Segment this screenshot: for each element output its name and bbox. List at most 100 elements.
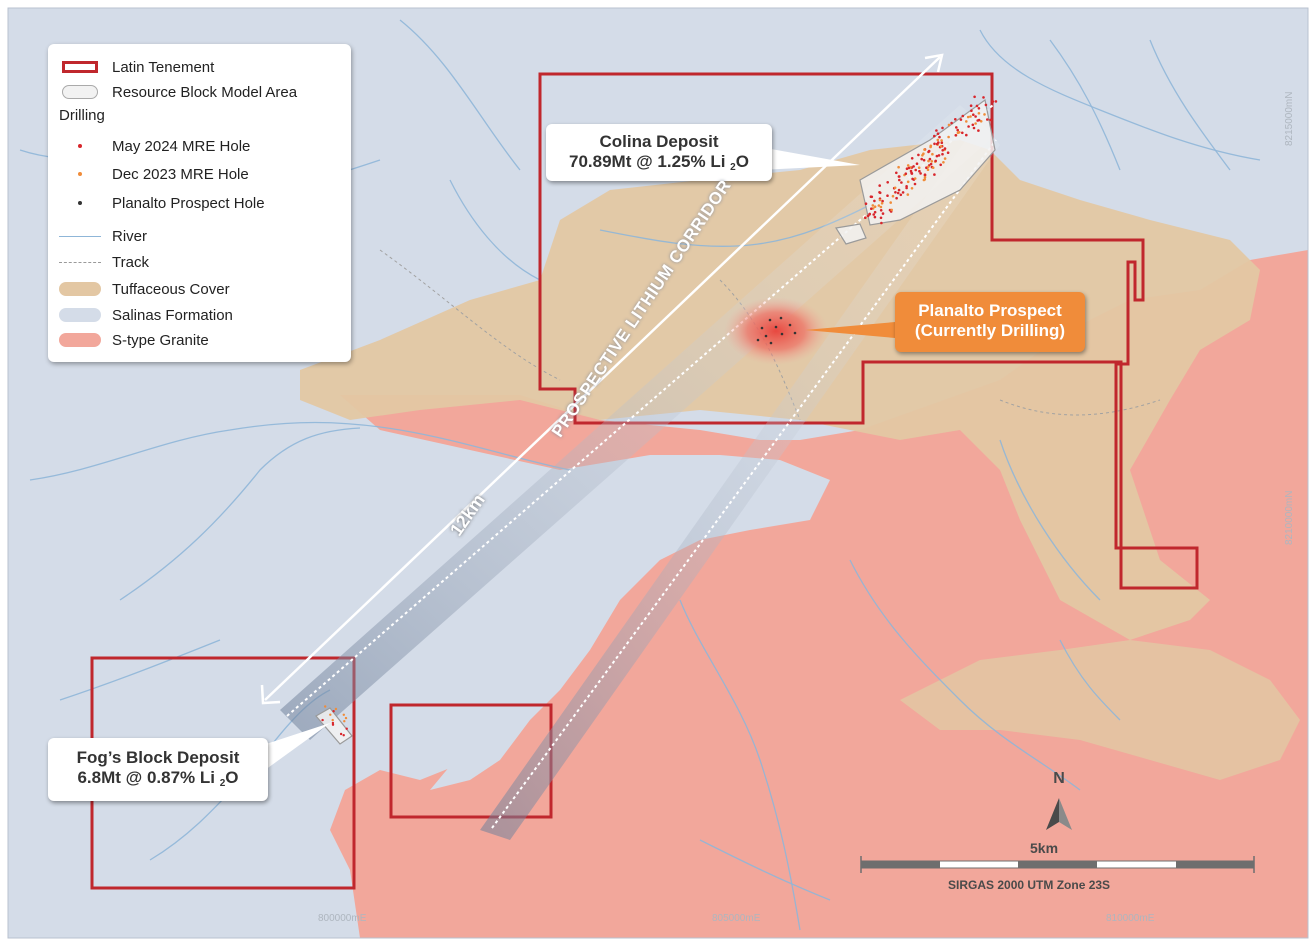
corridor-beams <box>280 104 1000 840</box>
drill-hole <box>947 123 951 127</box>
north-arrow-icon <box>1046 798 1072 830</box>
drill-hole <box>929 145 932 149</box>
drill-hole <box>933 134 936 138</box>
drill-hole <box>896 191 900 195</box>
drill-hole <box>907 166 911 170</box>
planalto-holes <box>756 316 797 345</box>
drill-hole <box>965 120 968 123</box>
colina-deposit-callout: Colina Deposit 70.89Mt @ 1.25% Li 2O <box>546 124 772 181</box>
legend-item-planalto-hole: Planalto Prospect Hole <box>48 192 265 214</box>
easting-label: 805000mE <box>712 913 761 924</box>
tenement-colina <box>538 72 1199 590</box>
drill-hole <box>970 109 973 112</box>
north-label: N <box>1053 770 1065 787</box>
drill-hole <box>886 181 889 184</box>
tuffaceous-cover <box>300 140 1260 640</box>
legend-item-block-model: Resource Block Model Area <box>48 81 297 103</box>
drill-hole <box>920 157 923 161</box>
fogs-pointer <box>260 723 330 770</box>
northing-label: 8210000mN <box>1284 490 1295 545</box>
drill-hole <box>864 202 868 205</box>
drill-hole <box>344 716 348 720</box>
easting-label: 810000mE <box>1106 913 1155 924</box>
map-frame <box>7 7 1309 939</box>
drill-hole <box>967 125 970 128</box>
drill-hole <box>941 126 944 130</box>
drill-hole <box>910 187 914 190</box>
drill-hole <box>880 202 884 205</box>
drill-hole <box>917 166 921 169</box>
drill-hole <box>897 175 901 178</box>
drill-hole <box>873 205 877 208</box>
legend-item-tuffaceous: Tuffaceous Cover <box>48 278 230 300</box>
drill-hole <box>922 158 926 162</box>
drill-hole <box>971 123 975 127</box>
planalto-drill-hole <box>756 338 760 342</box>
planalto-drill-hole <box>779 316 783 320</box>
drill-holes <box>321 95 998 737</box>
drill-hole <box>931 152 934 156</box>
drill-hole <box>977 129 980 132</box>
black-dot-icon <box>78 201 82 205</box>
drill-hole <box>345 727 348 730</box>
drill-hole <box>930 160 934 163</box>
track-line-icon <box>59 261 101 263</box>
drill-hole <box>870 207 873 210</box>
drill-hole <box>342 734 345 737</box>
scale-bar <box>860 856 1255 873</box>
drill-hole <box>935 154 939 158</box>
drill-hole <box>926 168 930 171</box>
drill-hole <box>943 157 947 160</box>
drill-hole <box>946 151 950 154</box>
drill-hole <box>974 115 977 118</box>
drill-hole <box>915 162 919 165</box>
drill-hole <box>941 152 944 156</box>
planalto-drill-hole <box>760 326 764 330</box>
drill-hole <box>947 135 950 139</box>
drill-hole <box>891 194 895 198</box>
tenement-swatch <box>62 61 98 73</box>
planalto-prospect-callout: Planalto Prospect (Currently Drilling) <box>895 292 1085 352</box>
drill-hole <box>879 205 883 209</box>
legend-item-may-2024: May 2024 MRE Hole <box>48 135 250 157</box>
drill-hole <box>878 198 882 202</box>
drill-hole <box>979 120 983 123</box>
planalto-drill-hole <box>793 331 797 335</box>
planalto-drill-hole <box>780 332 784 336</box>
drill-hole <box>933 173 936 176</box>
drill-hole <box>991 100 995 103</box>
drill-hole <box>918 169 921 173</box>
drill-hole <box>977 118 981 122</box>
drill-hole <box>927 159 930 163</box>
river-network <box>19 19 1261 931</box>
drill-hole <box>986 118 989 121</box>
drill-hole <box>984 103 988 107</box>
drill-hole <box>941 149 944 152</box>
drill-hole <box>906 180 910 184</box>
drill-hole <box>959 118 963 121</box>
drill-hole <box>906 193 910 196</box>
drill-hole <box>913 182 917 186</box>
salinas-swatch <box>59 308 101 322</box>
legend-item-track: Track <box>48 251 149 273</box>
drill-hole <box>879 216 883 220</box>
drill-hole <box>969 115 972 118</box>
drill-hole <box>923 175 927 179</box>
legend-item-granite: S-type Granite <box>48 329 209 351</box>
drill-hole <box>973 95 976 99</box>
drill-hole <box>880 221 883 225</box>
drill-hole <box>943 147 947 150</box>
drill-hole <box>329 713 332 716</box>
drill-hole <box>972 126 976 130</box>
drill-hole <box>909 169 913 173</box>
drill-hole <box>937 154 941 157</box>
planalto-drill-hole <box>768 318 772 322</box>
drill-hole <box>923 148 926 151</box>
drill-hole <box>982 96 985 99</box>
drill-hole <box>923 178 927 181</box>
drill-hole <box>975 104 979 108</box>
drill-hole <box>901 191 905 194</box>
drill-hole <box>321 718 324 722</box>
drill-hole <box>890 208 893 212</box>
